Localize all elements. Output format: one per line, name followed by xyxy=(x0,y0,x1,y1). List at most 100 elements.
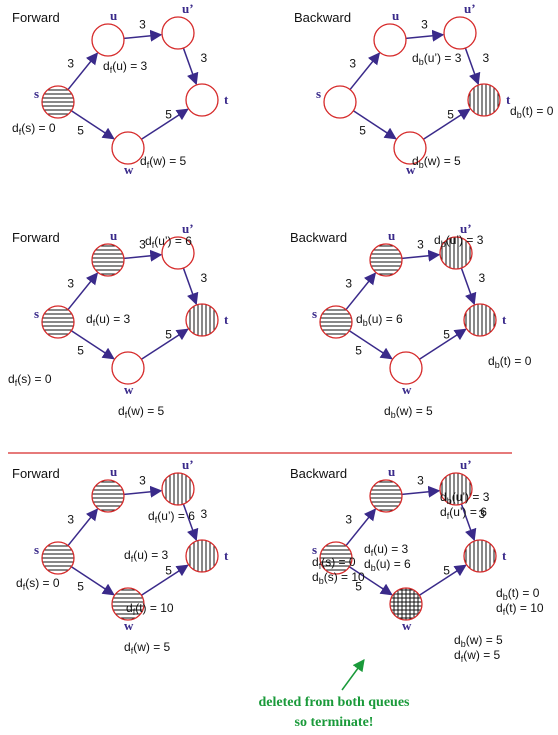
node-up xyxy=(439,472,473,506)
node-label-up: u’ xyxy=(182,1,194,16)
node-up xyxy=(439,236,473,270)
node-w xyxy=(111,351,145,385)
edge-w-t xyxy=(419,328,467,360)
distance-label: db(t) = 0 xyxy=(488,354,532,370)
node-label-w: w xyxy=(124,162,134,177)
edge-s-u xyxy=(67,272,99,311)
edge-s-w xyxy=(352,110,397,140)
edge-weight: 5 xyxy=(165,563,172,577)
distance-label: df(s) = 0 xyxy=(16,576,60,592)
node-label-up: u’ xyxy=(464,1,476,16)
node-s xyxy=(323,85,357,119)
edge-s-u xyxy=(67,52,99,91)
node-label-w: w xyxy=(124,618,134,633)
edge-up-t xyxy=(182,267,199,306)
node-up xyxy=(161,16,195,50)
edge-weight: 5 xyxy=(77,580,84,594)
distance-label: db(u’) = 3 xyxy=(440,490,490,506)
node-s xyxy=(319,541,353,575)
edge-weight: 3 xyxy=(139,18,146,32)
edge-weight: 5 xyxy=(165,327,172,341)
node-label-w: w xyxy=(402,618,412,633)
edge-w-t xyxy=(141,328,189,360)
edge-up-t xyxy=(460,503,477,542)
distance-label: db(t) = 0 xyxy=(510,104,554,120)
node-label-s: s xyxy=(312,306,317,321)
node-t xyxy=(185,83,219,117)
node-t xyxy=(463,539,497,573)
edge-u-up xyxy=(123,29,163,42)
node-u xyxy=(369,243,403,277)
node-label-s: s xyxy=(312,542,317,557)
node-label-s: s xyxy=(316,86,321,101)
node-up xyxy=(443,16,477,50)
distance-label: df(u’) = 6 xyxy=(440,505,487,521)
edge-weight: 5 xyxy=(165,107,172,121)
panel-title: Backward xyxy=(294,10,351,25)
edge-u-up xyxy=(123,485,163,498)
panel-title: Backward xyxy=(290,230,347,245)
node-label-s: s xyxy=(34,86,39,101)
edge-s-u xyxy=(349,52,381,91)
distance-label: db(t) = 0 xyxy=(496,586,540,602)
node-label-u: u xyxy=(388,464,395,479)
distance-label: df(u) = 3 xyxy=(364,542,409,558)
panel-title: Forward xyxy=(12,230,60,245)
edge-weight: 3 xyxy=(345,512,352,526)
node-w xyxy=(111,587,145,621)
edge-s-u xyxy=(345,508,377,547)
node-w xyxy=(389,587,423,621)
edge-weight: 3 xyxy=(421,18,428,32)
node-label-u: u xyxy=(392,8,399,23)
distance-label: db(w) = 5 xyxy=(384,404,433,420)
node-u xyxy=(91,243,125,277)
node-label-up: u’ xyxy=(460,221,472,236)
edge-weight: 5 xyxy=(443,327,450,341)
edge-weight: 3 xyxy=(200,51,207,65)
note-line-1: deleted from both queues xyxy=(258,695,410,710)
node-label-up: u’ xyxy=(182,457,194,472)
distance-label: df(t) = 10 xyxy=(496,601,544,617)
node-up xyxy=(161,472,195,506)
edge-weight: 3 xyxy=(67,56,74,70)
edge-weight: 3 xyxy=(139,238,146,252)
note-arrow xyxy=(341,659,365,691)
node-label-t: t xyxy=(506,92,511,107)
note-line-2: so terminate! xyxy=(295,715,374,730)
edge-weight: 5 xyxy=(443,563,450,577)
node-up xyxy=(161,236,195,270)
distance-label: db(u’) = 3 xyxy=(412,51,462,67)
edge-weight: 3 xyxy=(417,474,424,488)
node-label-s: s xyxy=(34,542,39,557)
edge-weight: 3 xyxy=(67,276,74,290)
node-s xyxy=(319,305,353,339)
edge-w-t xyxy=(419,564,467,596)
edge-weight: 5 xyxy=(355,344,362,358)
panel-title: Backward xyxy=(290,466,347,481)
edge-weight: 3 xyxy=(482,51,489,65)
panel-title: Forward xyxy=(12,10,60,25)
edge-w-t xyxy=(141,108,189,140)
edge-weight: 5 xyxy=(77,344,84,358)
edge-s-w xyxy=(348,330,393,360)
node-t xyxy=(463,303,497,337)
edge-weight: 3 xyxy=(349,56,356,70)
node-t xyxy=(185,539,219,573)
distance-label: df(t) = 10 xyxy=(126,601,174,617)
edge-weight: 3 xyxy=(478,507,485,521)
edge-up-t xyxy=(182,503,199,542)
node-label-u: u xyxy=(110,464,117,479)
edge-u-up xyxy=(401,485,441,498)
edge-up-t xyxy=(464,47,481,86)
node-t xyxy=(185,303,219,337)
edge-up-t xyxy=(460,267,477,306)
edge-u-up xyxy=(405,29,445,42)
edge-s-u xyxy=(345,272,377,311)
node-u xyxy=(369,479,403,513)
distance-label: df(u’) = 6 xyxy=(148,509,195,525)
node-u xyxy=(91,479,125,513)
node-u xyxy=(373,23,407,57)
edge-weight: 5 xyxy=(355,580,362,594)
